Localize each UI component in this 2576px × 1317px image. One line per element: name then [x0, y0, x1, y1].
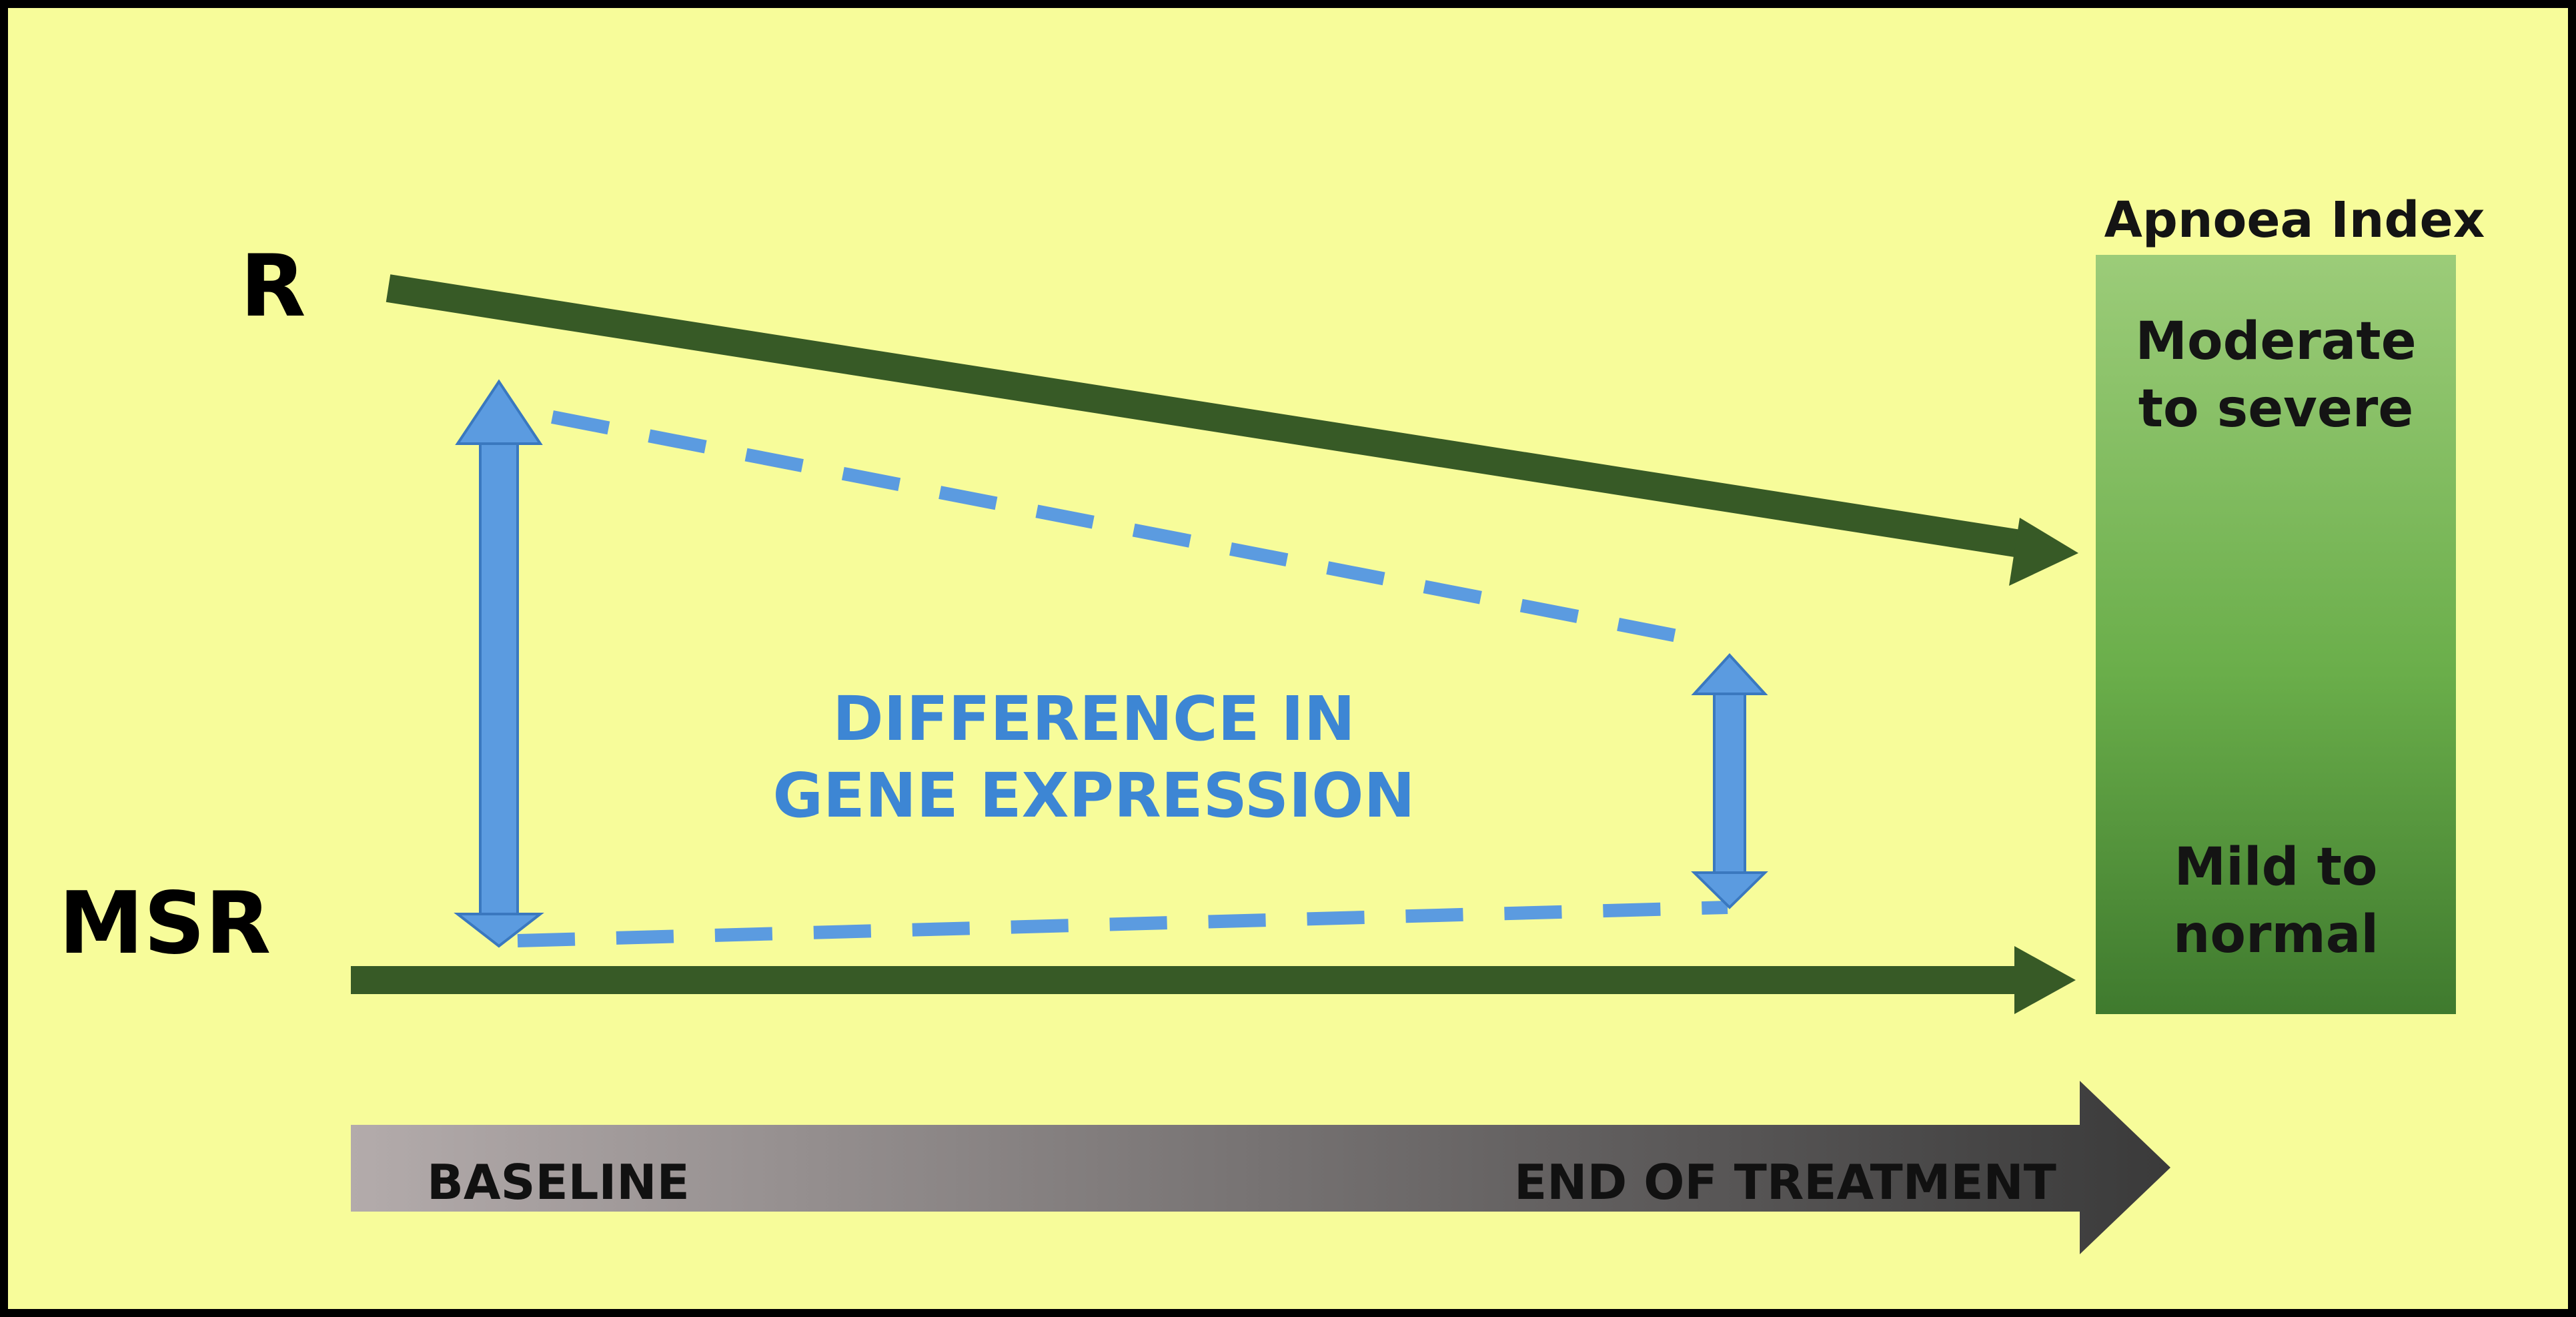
end-difference-double-arrow [1691, 653, 1768, 909]
timeline-arrow [351, 1081, 2170, 1254]
mild-label-line-2: normal [2172, 905, 2379, 965]
apnoea-index-bar [2096, 255, 2456, 1014]
timeline-baseline-label: BASELINE [427, 1154, 690, 1210]
apnoea-index-title: Apnoea Index [2104, 191, 2485, 249]
timeline-end-of-treatment-label: END OF TREATMENT [1514, 1154, 2056, 1210]
mild-label-line-1: Mild to [2174, 837, 2378, 897]
difference-label-line-2: GENE EXPRESSION [772, 760, 1415, 831]
msr-gene-expression-dashed-line [517, 901, 1728, 947]
r-gene-expression-dashed-line [551, 410, 1696, 646]
msr-group-label: MSR [59, 874, 271, 973]
severe-label-line-1: Moderate [2135, 312, 2417, 372]
msr-trend-arrow [351, 946, 2076, 1014]
difference-label-line-1: DIFFERENCE IN [832, 683, 1355, 755]
r-group-label: R [240, 237, 306, 336]
r-trend-arrow [386, 274, 2078, 586]
baseline-difference-double-arrow [454, 379, 544, 948]
apnoea-index-mild-label: Mild to normal [2096, 834, 2456, 969]
severe-label-line-2: to severe [2138, 379, 2414, 440]
apnoea-index-severe-label: Moderate to severe [2096, 308, 2456, 444]
difference-in-gene-expression-label: DIFFERENCE IN GENE EXPRESSION [727, 681, 1461, 834]
